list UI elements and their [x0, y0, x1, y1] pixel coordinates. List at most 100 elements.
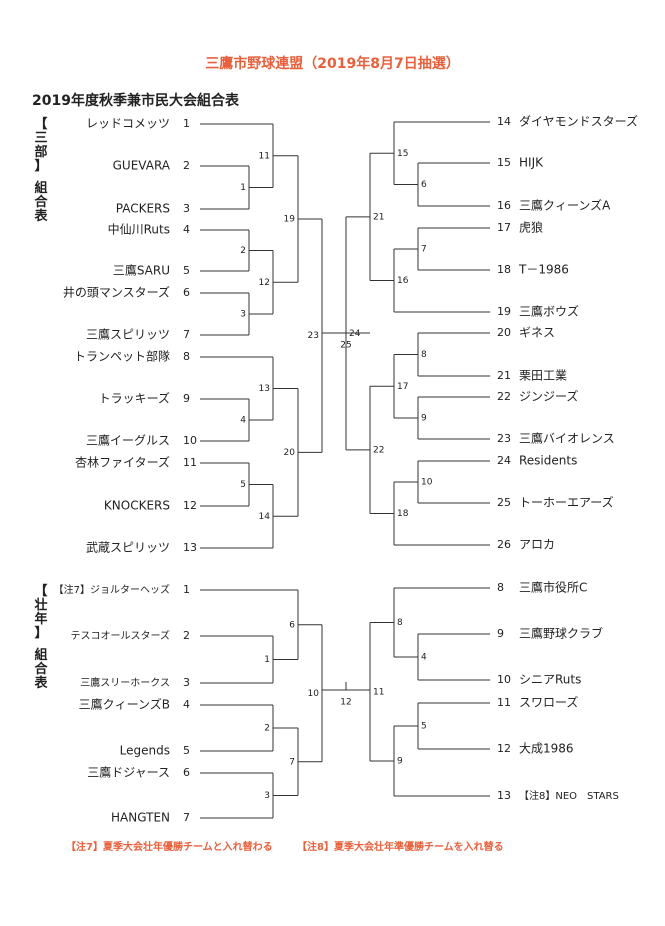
team-name: ギネス: [519, 326, 555, 340]
game-number: 22: [373, 445, 384, 455]
team-name: スワローズ: [519, 695, 578, 710]
team-name: 井の頭マンスターズ: [63, 285, 170, 300]
team-number: 10: [497, 673, 511, 686]
team-name: レッドコメッツ: [86, 117, 170, 131]
division-san-label-char: 】: [34, 159, 48, 174]
game-number: 23: [308, 331, 319, 341]
game-number: 4: [240, 416, 246, 426]
game-number: 5: [240, 480, 246, 490]
team-number: 11: [183, 456, 197, 469]
team-name: KNOCKERS: [104, 499, 170, 513]
game-number: 16: [397, 276, 409, 286]
team-number: 23: [497, 432, 511, 445]
team-name: 三鷹ボウズ: [519, 304, 579, 319]
game-number: 6: [421, 180, 427, 190]
team-number: 8: [183, 350, 190, 363]
team-name: トランペット部隊: [74, 349, 170, 364]
team-name: 三鷹ドジャース: [87, 765, 170, 780]
division-sou-label-char: 合: [34, 662, 48, 677]
game-number: 1: [264, 655, 270, 665]
team-name: 三鷹クィーンズA: [519, 198, 611, 213]
division-san-label-char: 表: [34, 209, 48, 224]
game-number: 7: [421, 245, 427, 255]
team-number: 12: [183, 499, 197, 512]
team-number: 3: [183, 676, 190, 689]
division-sou-label-char: 組: [34, 648, 48, 663]
team-name: HANGTEN: [111, 811, 170, 825]
game-number: 3: [240, 310, 246, 320]
team-number: 7: [183, 328, 190, 341]
team-name: T－1986: [518, 263, 569, 277]
game-number: 9: [397, 757, 403, 767]
team-number: 10: [183, 434, 197, 447]
page-subtitle: 2019年度秋季兼市民大会組合表: [32, 93, 239, 109]
team-name: 三鷹野球クラブ: [519, 626, 603, 641]
game-number: 8: [397, 618, 403, 628]
game-number: 4: [421, 653, 427, 663]
team-name: 杏林ファイターズ: [75, 455, 170, 470]
team-name: HIJK: [519, 156, 544, 170]
team-number: 2: [183, 629, 190, 642]
team-name: トラッキーズ: [99, 391, 170, 406]
game-number: 2: [240, 246, 246, 256]
team-name: 三鷹市役所C: [519, 580, 587, 595]
team-number: 22: [497, 390, 511, 403]
game-number: 5: [421, 722, 427, 732]
team-number: 25: [497, 496, 511, 509]
team-name: 中仙川Ruts: [108, 222, 170, 237]
game-number: 10: [308, 689, 320, 699]
division-san-label-char: 【: [34, 117, 48, 132]
game-number: 24: [349, 329, 361, 339]
team-number: 14: [497, 115, 511, 128]
team-number: 17: [497, 221, 511, 234]
team-number: 12: [497, 742, 511, 755]
division-sou-label-char: 【: [34, 584, 48, 599]
team-number: 1: [183, 583, 190, 596]
division-sou-label-char: 壮: [34, 598, 48, 613]
team-number: 9: [497, 627, 504, 640]
game-number: 13: [259, 384, 270, 394]
team-number: 13: [183, 541, 197, 554]
team-number: 2: [183, 159, 190, 172]
team-number: 7: [183, 811, 190, 824]
team-name: GUEVARA: [113, 159, 171, 173]
team-name: アロカ: [519, 538, 555, 552]
game-number: 1: [240, 183, 246, 193]
game-number: 17: [397, 382, 408, 392]
team-name: 武蔵スピリッツ: [86, 541, 170, 555]
game-number: 11: [259, 151, 270, 161]
division-san-label-char: 組: [34, 181, 48, 196]
team-number: 13: [497, 789, 511, 802]
team-number: 20: [497, 326, 511, 339]
game-number: 2: [264, 724, 270, 734]
team-number: 5: [183, 264, 190, 277]
division-san-label: 【 三 部 】 組 合 表: [34, 118, 48, 224]
note-7: 【注7】夏季大会壮年優勝チームと入れ替わる: [66, 842, 273, 853]
game-number: 15: [397, 149, 408, 159]
team-number: 24: [497, 454, 511, 467]
page-title: 三鷹市野球連盟（2019年8月7日抽選）: [205, 56, 460, 72]
game-number: 10: [421, 478, 433, 488]
team-number: 18: [497, 263, 511, 276]
division-sou-label-char: 】: [34, 626, 48, 641]
division-sou-label-char: 表: [34, 676, 48, 691]
team-name: テスコオールスターズ: [71, 629, 171, 642]
division-san-label-char: 部: [34, 145, 48, 160]
team-name: 大成1986: [519, 742, 574, 756]
division-san-label-char: 合: [34, 195, 48, 210]
team-name: 栗田工業: [519, 369, 567, 383]
game-number: 11: [373, 687, 384, 697]
game-number: 3: [264, 791, 270, 801]
team-number: 5: [183, 744, 190, 757]
game-number: 21: [373, 212, 384, 222]
team-number: 21: [497, 369, 511, 382]
team-name: Legends: [120, 744, 170, 758]
team-number: 4: [183, 223, 190, 236]
team-name: 三鷹バイオレンス: [519, 431, 615, 446]
team-number: 8: [497, 581, 504, 594]
team-number: 3: [183, 202, 190, 215]
game-number: 12: [259, 278, 270, 288]
game-number: 9: [421, 414, 427, 424]
team-number: 11: [497, 696, 511, 709]
team-name: ジンジーズ: [519, 389, 578, 404]
